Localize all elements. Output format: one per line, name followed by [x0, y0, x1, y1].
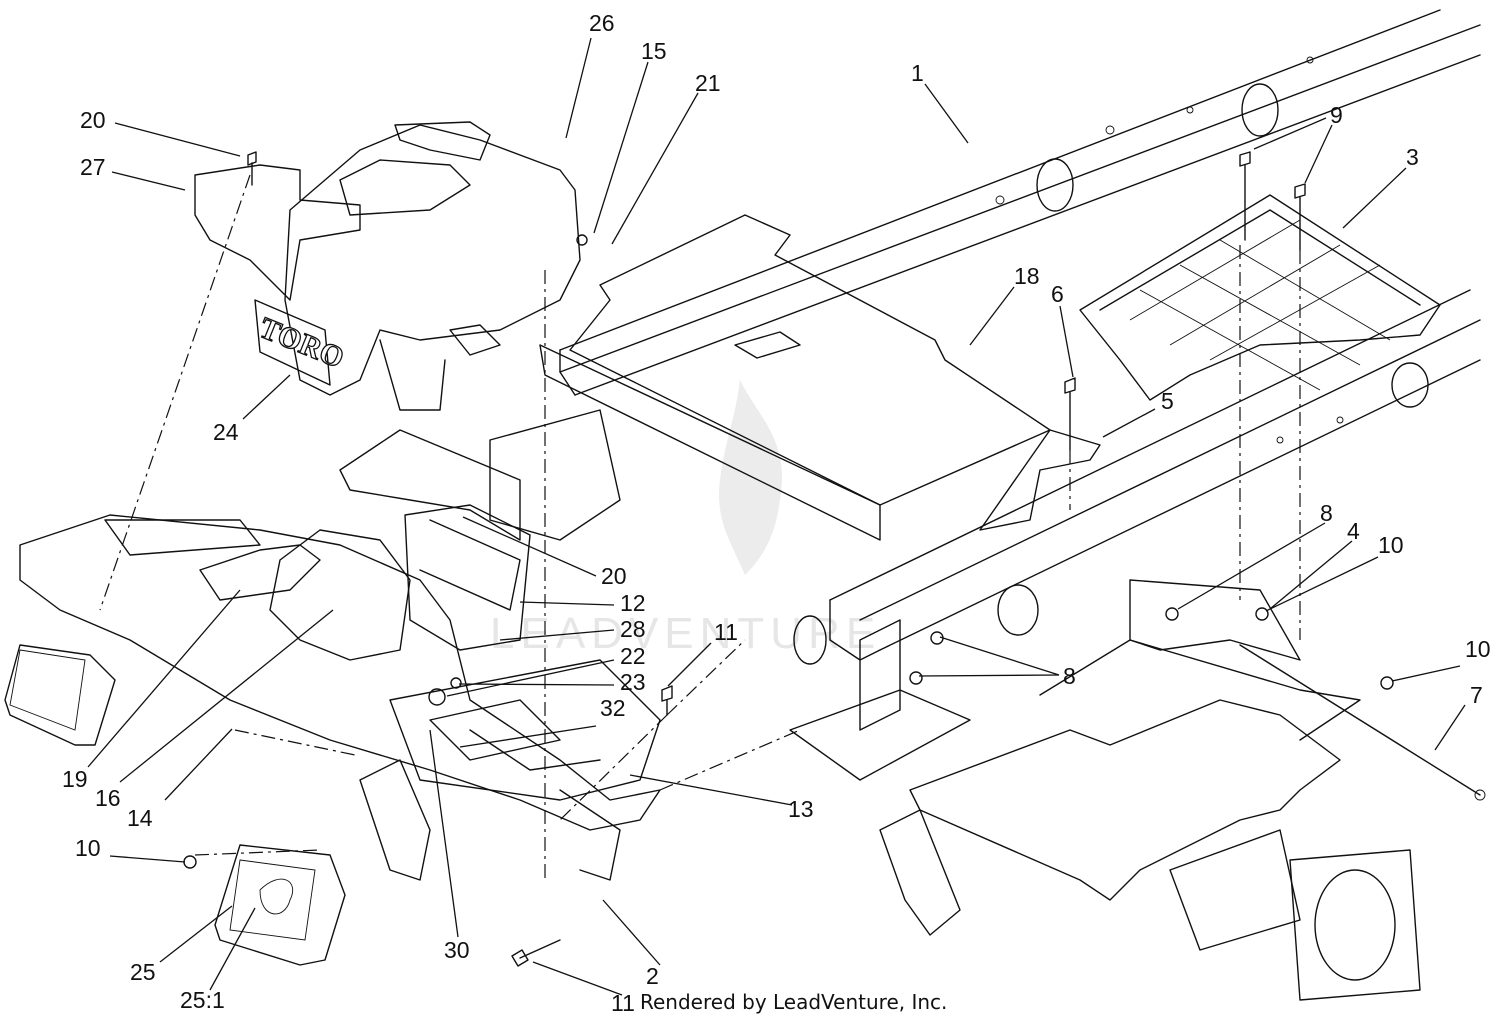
callout-11-bottom: 11 [611, 990, 635, 1016]
callout-18: 18 [1014, 263, 1040, 289]
callout-25-1: 25:1 [180, 987, 225, 1013]
watermark-text: LEADVENTURE [490, 609, 881, 658]
part-floor-pan [539, 214, 1051, 541]
part-headlight-right [214, 844, 346, 966]
part-front-frame [19, 514, 661, 881]
callout-10-top: 10 [1378, 532, 1404, 558]
callout-2: 2 [646, 963, 659, 989]
callout-32: 32 [600, 695, 626, 721]
toro-logo-text: TORO [255, 311, 349, 374]
render-credit: Rendered by LeadVenture, Inc. [640, 990, 947, 1014]
callout-4: 4 [1347, 518, 1360, 544]
part-hood [194, 121, 581, 411]
callout-27: 27 [80, 154, 106, 180]
hardware-fasteners [183, 151, 1394, 967]
callout-5: 5 [1161, 388, 1174, 414]
part-brackets [339, 409, 1101, 801]
callout-15: 15 [641, 38, 667, 64]
callout-10-left: 10 [75, 835, 101, 861]
callout-30: 30 [444, 937, 470, 963]
callout-11-mid: 11 [714, 619, 738, 645]
callout-10-right: 10 [1465, 636, 1491, 662]
callout-22: 22 [620, 643, 646, 669]
part-headlight-left [4, 644, 116, 746]
watermark: LEADVENTURE [490, 380, 881, 658]
callout-9: 9 [1330, 102, 1343, 128]
part-toro-plate: TORO [254, 299, 349, 386]
leader-lines [87, 37, 1466, 996]
callout-8-mid: 8 [1063, 663, 1076, 689]
callout-13: 13 [788, 796, 814, 822]
part-frame-rails [559, 9, 1481, 781]
callout-25: 25 [130, 959, 156, 985]
callout-12: 12 [620, 590, 646, 616]
part-foot-rest [1079, 194, 1441, 401]
callout-19: 19 [62, 766, 88, 792]
callout-28: 28 [620, 616, 646, 642]
callouts: 26 15 21 1 9 3 20 27 18 6 5 24 8 4 10 20… [62, 10, 1491, 1016]
callout-7: 7 [1470, 682, 1483, 708]
callout-23: 23 [620, 669, 646, 695]
callout-14: 14 [127, 805, 153, 831]
part-rear-housing [879, 579, 1486, 1001]
callout-6: 6 [1051, 281, 1064, 307]
callout-20-top: 20 [80, 107, 106, 133]
callout-8-top: 8 [1320, 500, 1333, 526]
callout-1: 1 [911, 60, 924, 86]
callout-3: 3 [1406, 144, 1419, 170]
callout-20-mid: 20 [601, 563, 627, 589]
callout-16: 16 [95, 785, 121, 811]
callout-26: 26 [589, 10, 615, 36]
callout-24: 24 [213, 419, 239, 445]
callout-21: 21 [695, 70, 721, 96]
assembly-lines [99, 174, 1301, 880]
